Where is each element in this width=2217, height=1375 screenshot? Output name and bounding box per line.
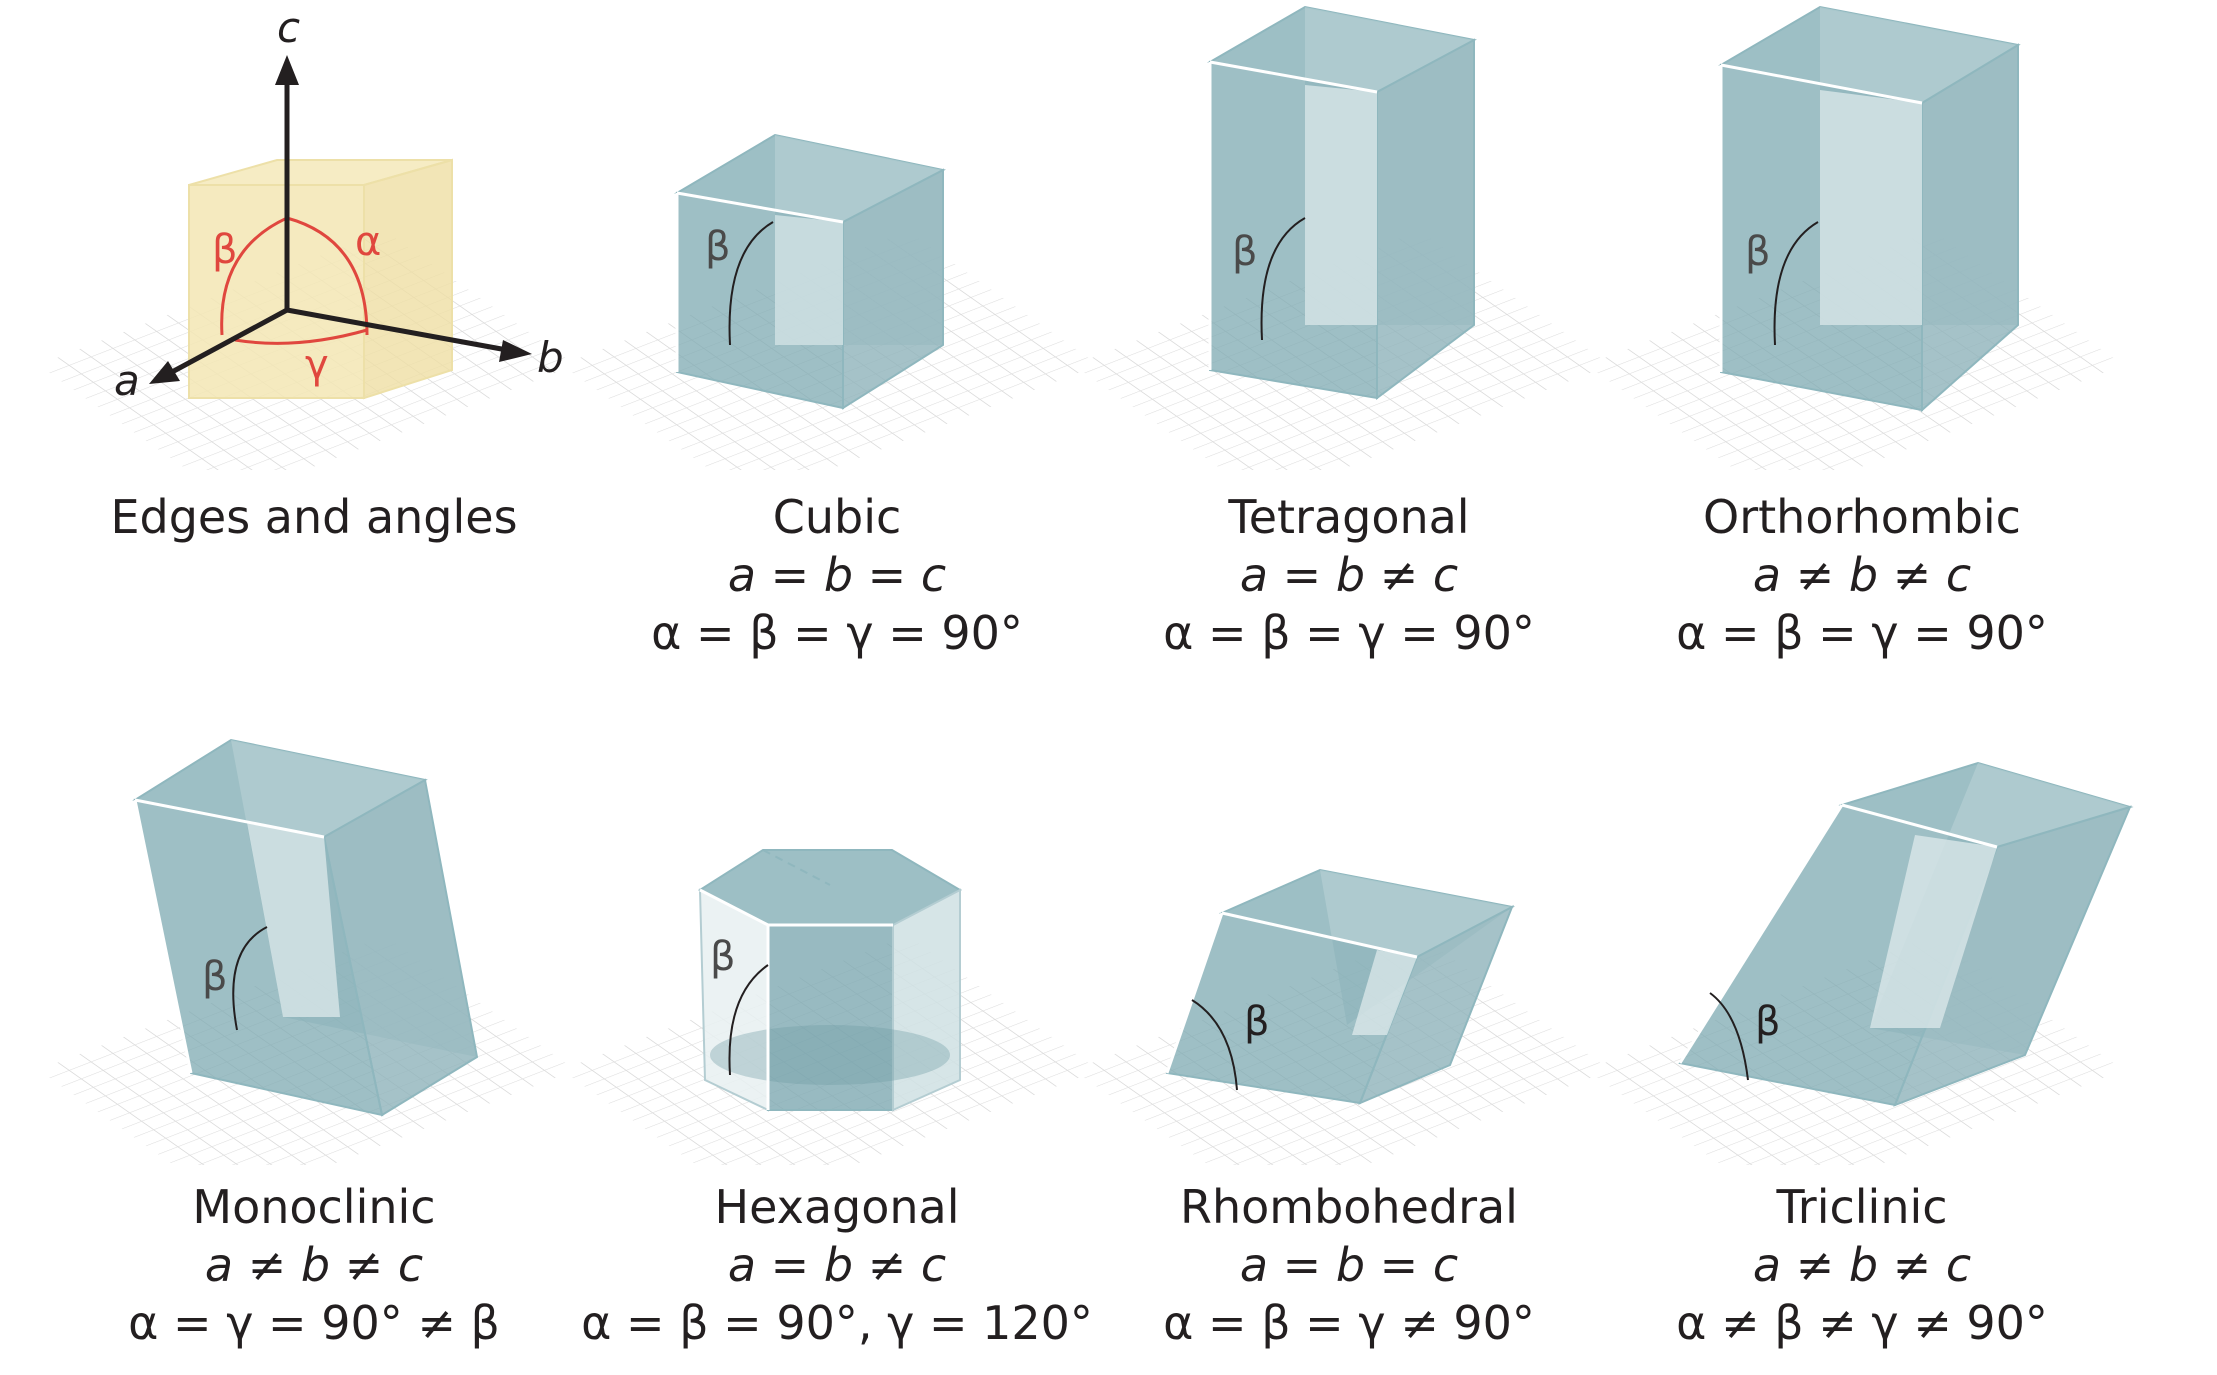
caption-tetragonal: Tetragonal a = b ≠ c α = β = γ = 90° [1072, 488, 1626, 662]
cubic-crystal [674, 133, 946, 410]
gamma-arc [234, 328, 368, 345]
monoclinic-figure: β [38, 738, 576, 1165]
orthorhombic-crystal [1718, 5, 2021, 413]
rhombohedral-crystal [1165, 868, 1515, 1105]
cell-tetragonal: β Tetragonal a = b ≠ c α = β = γ = 90° [1072, 0, 1626, 680]
cell-triclinic: β Triclinic a ≠ b ≠ c α ≠ β ≠ γ ≠ 90° [1585, 695, 2139, 1375]
axis-a [149, 307, 289, 384]
caption-title: Hexagonal [714, 1180, 960, 1234]
unit-cube [188, 158, 453, 400]
caption-orthorhombic: Orthorhombic a ≠ b ≠ c α = β = γ = 90° [1585, 488, 2139, 662]
tetragonal-crystal [1207, 5, 1477, 401]
beta-label: β [710, 934, 736, 980]
axis-b [286, 307, 532, 362]
caption-monoclinic: Monoclinic a ≠ b ≠ c α = γ = 90° ≠ β [37, 1178, 591, 1352]
caption-edges: Edges and angles [37, 488, 591, 546]
cubic-figure: β [561, 133, 1099, 470]
caption-angle-relation: α = β = γ ≠ 90° [1163, 1296, 1535, 1350]
beta-label: β [1232, 229, 1258, 275]
caption-edge-relation: a = b ≠ c [727, 1238, 947, 1292]
caption-title: Edges and angles [110, 490, 518, 544]
monoclinic-crystal [132, 738, 479, 1117]
orthorhombic-figure: β [1586, 5, 2124, 470]
beta-label: β [202, 954, 228, 1000]
beta-label: β [1755, 999, 1781, 1045]
axis-c-label: c [277, 3, 300, 52]
beta-label: β [212, 227, 238, 273]
beta-arc [1773, 221, 1819, 346]
cell-cubic: β Cubic a = b = c α = β = γ = 90° [560, 0, 1114, 680]
caption-angle-relation: α = β = γ = 90° [651, 606, 1023, 660]
caption-triclinic: Triclinic a ≠ b ≠ c α ≠ β ≠ γ ≠ 90° [1585, 1178, 2139, 1352]
axis-a-label: a [114, 356, 140, 405]
caption-cubic: Cubic a = b = c α = β = γ = 90° [560, 488, 1114, 662]
caption-title: Cubic [772, 490, 902, 544]
hexagonal-crystal [697, 849, 963, 1112]
beta-arc [220, 216, 288, 336]
caption-title: Rhombohedral [1180, 1180, 1518, 1234]
triclinic-figure: β [1586, 761, 2134, 1165]
caption-hexagonal: Hexagonal a = b ≠ c α = β = 90°, γ = 120… [560, 1178, 1114, 1352]
caption-title: Monoclinic [192, 1180, 436, 1234]
caption-edge-relation: a = b = c [727, 548, 947, 602]
beta-arc [728, 964, 769, 1076]
caption-edge-relation: a ≠ b ≠ c [1752, 1238, 1972, 1292]
caption-rhombohedral: Rhombohedral a = b = c α = β = γ ≠ 90° [1072, 1178, 1626, 1352]
caption-edge-relation: a = b ≠ c [1239, 548, 1459, 602]
cell-edges-and-angles: c b a α β γ Edges and angles [37, 0, 591, 680]
beta-arc [1709, 992, 1749, 1081]
caption-angle-relation: α ≠ β ≠ γ ≠ 90° [1676, 1296, 2048, 1350]
beta-arc [232, 926, 268, 1031]
beta-label: β [705, 224, 731, 270]
gamma-label: γ [305, 342, 329, 388]
caption-angle-relation: α = β = γ = 90° [1163, 606, 1535, 660]
caption-angle-relation: α = β = γ = 90° [1676, 606, 2048, 660]
beta-arc [728, 221, 774, 346]
beta-arc [1191, 999, 1238, 1091]
axis-c [275, 55, 299, 310]
rhombohedral-figure: β [1073, 868, 1611, 1165]
caption-edge-relation: a = b = c [1239, 1238, 1459, 1292]
hexagonal-figure: β [561, 849, 1099, 1165]
caption-angle-relation: α = β = 90°, γ = 120° [581, 1296, 1093, 1350]
tetragonal-figure: β [1073, 5, 1611, 470]
caption-angle-relation: α = γ = 90° ≠ β [128, 1296, 500, 1350]
caption-title: Orthorhombic [1703, 490, 2021, 544]
beta-arc [1260, 217, 1306, 341]
cell-rhombohedral: β Rhombohedral a = b = c α = β = γ ≠ 90° [1072, 695, 1626, 1375]
alpha-arc [286, 216, 369, 336]
axis-b-label: b [537, 333, 564, 382]
triclinic-crystal [1678, 761, 2134, 1107]
beta-label: β [1745, 229, 1771, 275]
cell-orthorhombic: β Orthorhombic a ≠ b ≠ c α = β = γ = 90° [1585, 0, 2139, 680]
alpha-label: α [355, 219, 381, 265]
cell-hexagonal: β Hexagonal a = b ≠ c α = β = 90°, γ = 1… [560, 695, 1114, 1375]
caption-title: Triclinic [1776, 1180, 1948, 1234]
caption-title: Tetragonal [1228, 490, 1470, 544]
caption-edge-relation: a ≠ b ≠ c [204, 1238, 424, 1292]
cell-monoclinic: β Monoclinic a ≠ b ≠ c α = γ = 90° ≠ β [37, 695, 591, 1375]
edges-and-angles-figure: c b a α β γ [38, 3, 576, 470]
caption-edge-relation: a ≠ b ≠ c [1752, 548, 1972, 602]
beta-label: β [1244, 999, 1270, 1045]
